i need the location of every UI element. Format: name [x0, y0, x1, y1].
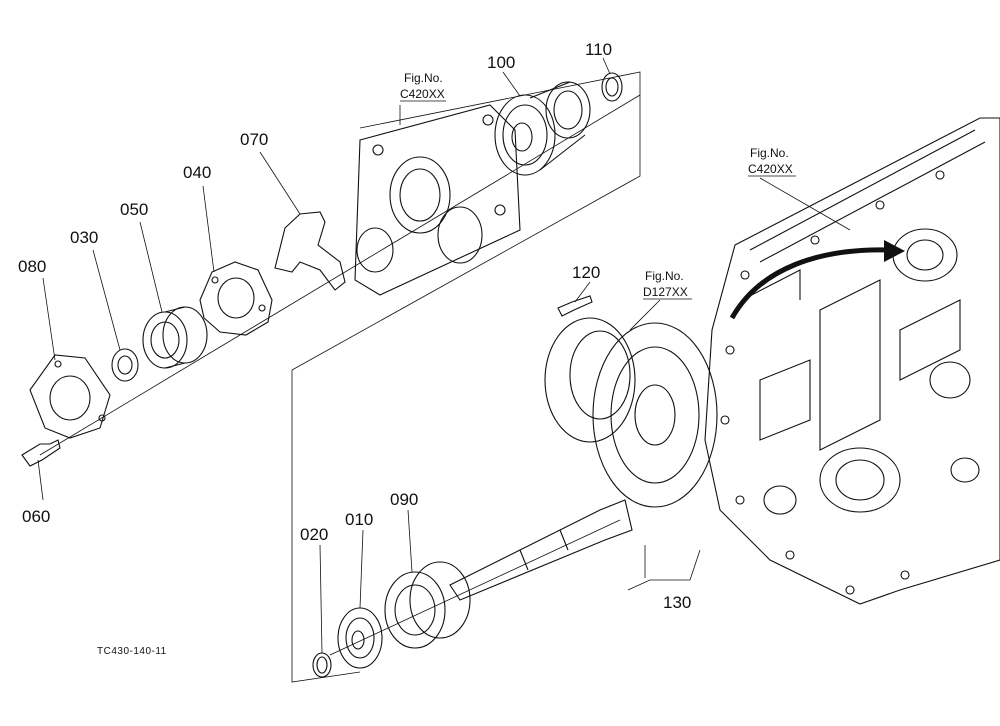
label-120: 120: [572, 263, 600, 282]
label-020: 020: [300, 525, 328, 544]
drawing-code: TC430-140-11: [97, 646, 167, 657]
bearing-housing: [354, 104, 521, 296]
fig-ref-diff-line2: D127XX: [643, 285, 688, 299]
shift-fork-070: [274, 211, 346, 291]
gear-100: [494, 81, 591, 176]
label-050: 050: [120, 200, 148, 219]
label-040: 040: [183, 163, 211, 182]
fig-ref-upper-line1: Fig.No.: [404, 71, 443, 85]
label-110: 110: [585, 40, 612, 59]
flange-040: [199, 261, 273, 336]
bevel-gear-130: [592, 322, 718, 508]
label-080: 080: [18, 257, 46, 276]
fig-ref-diff: Fig.No. D127XX: [643, 269, 692, 300]
bolt-120: [557, 295, 593, 317]
differential-case: [544, 317, 636, 443]
fig-ref-case: Fig.No. C420XX: [748, 146, 796, 177]
label-060: 060: [22, 507, 50, 526]
fig-ref-diff-line1: Fig.No.: [645, 269, 684, 283]
bolt-060: [21, 439, 61, 467]
fig-ref-case-line2: C420XX: [748, 162, 793, 176]
part-labels: 080 030 050 040 070 060 100 110 120 020 …: [18, 40, 691, 612]
leader-lines: [37, 57, 851, 654]
curved-arrow: [729, 240, 905, 320]
cover-080: [29, 354, 111, 439]
assembly-axis-lines: [39, 94, 641, 656]
fig-ref-case-line1: Fig.No.: [750, 146, 789, 160]
label-090: 090: [390, 490, 418, 509]
label-100: 100: [487, 53, 515, 72]
group-boundary-upper: [291, 71, 641, 371]
label-070: 070: [240, 130, 268, 149]
transmission-case: [704, 117, 1000, 605]
collar-030: [111, 348, 139, 382]
snap-ring-020: [312, 652, 332, 678]
label-030: 030: [70, 228, 98, 247]
bearing-090: [384, 561, 471, 649]
pinion-shaft: [449, 499, 633, 601]
snap-ring-110: [601, 72, 623, 102]
label-130: 130: [663, 593, 691, 612]
fig-ref-upper: Fig.No. C420XX: [400, 71, 446, 102]
case-bolt-holes: [720, 170, 945, 595]
bearing-050: [142, 306, 208, 369]
fig-ref-upper-line2: C420XX: [400, 87, 445, 101]
group-boundary-lower: [291, 370, 361, 683]
gear-010: [337, 607, 383, 669]
label-010: 010: [345, 510, 373, 529]
